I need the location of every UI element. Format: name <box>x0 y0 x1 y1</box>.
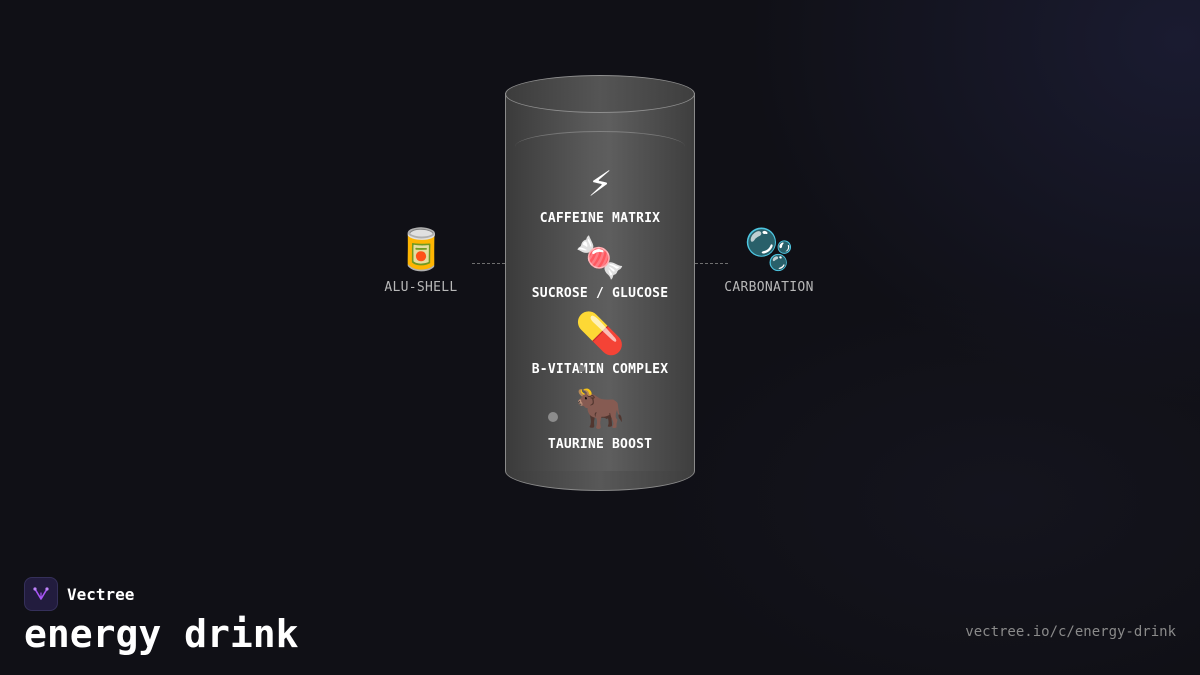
ingredient-caffeine: ⚡ CAFFEINE MATRIX <box>505 158 695 226</box>
ingredient-label: B-VITAMIN COMPLEX <box>531 362 669 377</box>
brand[interactable]: Vectree <box>24 577 134 611</box>
side-item-label: ALU-SHELL <box>384 280 458 295</box>
source-url-link[interactable]: vectree.io/c/energy-drink <box>965 624 1176 640</box>
page-title: energy drink <box>24 612 299 656</box>
can-lid <box>505 75 695 113</box>
left-connector-line <box>472 263 505 264</box>
bubble-dot <box>548 412 558 422</box>
can-rim-line <box>515 131 685 162</box>
ingredient-taurine: 🐂 TAURINE BOOST <box>505 384 695 452</box>
ingredient-sugar: 🍬 SUCROSE / GLUCOSE <box>505 233 695 301</box>
side-item-alu-shell: 🥫 ALU-SHELL <box>361 225 481 295</box>
can-illustration <box>505 75 695 491</box>
ingredient-label: TAURINE BOOST <box>547 437 653 452</box>
pill-icon: 💊 <box>575 311 625 357</box>
ingredient-vitamin: 💊 B-VITAMIN COMPLEX <box>505 309 695 377</box>
tin-can-icon: 🥫 <box>396 227 446 273</box>
lightning-icon: ⚡ <box>587 160 613 206</box>
vectree-logo-icon <box>24 577 58 611</box>
candy-icon: 🍬 <box>575 235 625 281</box>
bubbles-icon: 🫧 <box>744 227 794 273</box>
bull-icon: 🐂 <box>575 386 625 432</box>
brand-name: Vectree <box>67 584 135 604</box>
side-item-carbonation: 🫧 CARBONATION <box>709 225 829 295</box>
ingredient-label: CAFFEINE MATRIX <box>539 211 661 226</box>
ingredient-label: SUCROSE / GLUCOSE <box>531 286 669 301</box>
bubble-dot <box>578 365 585 372</box>
side-item-label: CARBONATION <box>724 280 814 295</box>
right-connector-line <box>695 263 728 264</box>
